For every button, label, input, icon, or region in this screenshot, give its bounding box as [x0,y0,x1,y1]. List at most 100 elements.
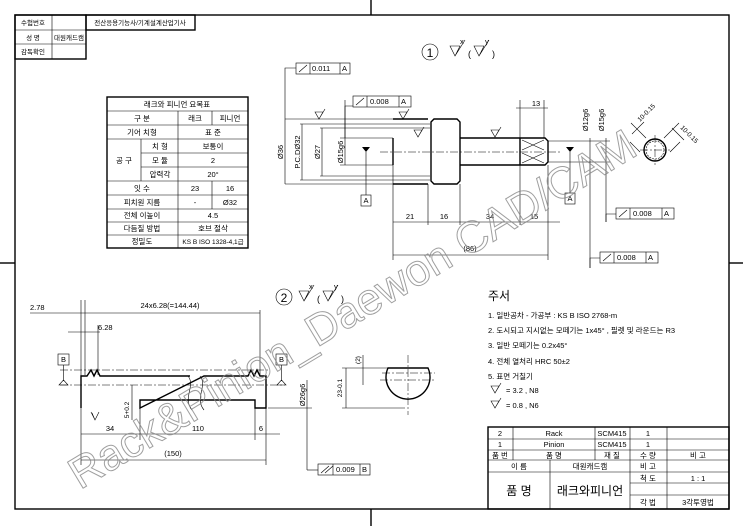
teeth-pinion: 16 [226,184,234,193]
dim-total-86: (86) [463,244,477,253]
view2-number: 2 [281,291,288,305]
accuracy-value: KS B ISO 1328-4,1급 [182,238,243,246]
exam-title: 전산응용기능사/기계설계산업기사 [94,18,186,27]
header-name: 품 명 [546,450,562,460]
surface-y-icon [490,397,502,409]
module-value: 2 [211,156,215,165]
total-runout-tolerance: 0.009 B [307,463,371,476]
dim-flat2: 10-0.15 [679,124,700,145]
surface-x-icon [449,39,466,57]
tol4-datum: A [648,253,653,262]
datum-b-label: B [61,355,66,364]
accuracy-label: 정밀도 [132,236,153,246]
supervisor-label: 감독확인 [21,47,45,56]
dim-l13: 13 [532,99,540,108]
gear-table-title: 래크와 피니언 요목표 [144,99,210,109]
dim-rack-l6: 6 [259,424,263,433]
col-rack: 래크 [188,114,202,123]
dim-2-78: 2.78 [30,303,45,312]
notes: 주서 1. 일반공차 - 가공부 : KS B ISO 2768-m 2. 도시… [488,289,675,410]
view2-surface-x: x [309,282,313,291]
part-name: Rack [545,429,562,438]
note-item: 4. 전체 열처리 HRC 50±2 [488,356,570,366]
header-qty: 수 량 [640,451,656,460]
tb-projection-value: 3각투영법 [682,497,714,507]
tool-label: 공 구 [116,156,132,165]
dim-pitch: 6.28 [98,323,113,332]
runout-tolerance-4: 0.008 A [589,251,659,268]
dim-pcd: P.C.DØ32 [293,135,302,168]
dim-depth: 5+0.2 [124,401,131,418]
col-item: 구 분 [134,114,150,123]
dim-rack-l110: 110 [192,424,204,433]
depth-value: 4.5 [208,211,218,220]
tol-rack-value: 0.009 [336,465,355,474]
header-no: 품 번 [492,451,508,460]
dim-l15: 15 [530,212,538,221]
tb-remark-label: 비 고 [640,462,656,471]
tol2-datum: A [401,97,406,106]
notes-title: 주서 [488,289,510,303]
pressure-angle-label: 압력각 [150,169,171,179]
rough-x: = 3.2 , N8 [506,386,539,395]
tb-scale-value: 1 : 1 [691,474,706,483]
header-material: 재 질 [604,451,620,460]
finish-label: 다듬질 방법 [124,223,161,233]
runout-tolerance-1: 0.011 A [284,62,351,119]
depth-label: 전체 이높이 [124,210,161,220]
note-item: 2. 도시되고 지시없는 모떼기는 1x45° , 필렛 및 라운드는 R3 [488,325,675,335]
datum-a-label-2: A [567,194,572,203]
rack-view: 2 x ( y ) 2.78 24x6.28(=144.44) 6.28 34 … [30,282,435,476]
surface-y-icon [473,39,490,57]
gear-profile-label: 기어 치형 [127,127,157,137]
dim-l16: 16 [440,212,448,221]
rack-end-view: 23-0.1 (2) [337,355,435,415]
runout-tolerance-3: 0.008 A [605,207,675,222]
datum-b-label-2: B [279,355,284,364]
tb-projection-label: 각 법 [640,497,656,507]
part-no: 1 [498,440,502,449]
datum-b-left: B [57,353,70,386]
dim-flat1: 10-0.15 [636,103,657,124]
tb-name-value: 대원캐드캠 [573,461,608,471]
note-item: 5. 표면 거칠기 [488,371,533,381]
dim-flat-2: (2) [355,356,362,364]
datum-a-left: A [360,147,372,207]
view1-surface-x: x [460,37,464,46]
svg-text:(: ( [317,294,320,304]
teeth-label: 잇 수 [134,183,150,193]
surface-mark-y [90,411,100,421]
tol1-value: 0.011 [312,64,330,73]
tol4-value: 0.008 [617,253,636,262]
view-number-circle [421,43,439,61]
knurl-pattern [521,139,545,164]
view1-number: 1 [427,46,434,60]
dim-d15g6-left: Ø15g6 [336,141,345,164]
part-no: 2 [498,429,502,438]
header-remark: 비 고 [690,451,706,460]
datum-a-right: A [564,147,576,205]
svg-text:): ) [492,49,495,59]
teeth-rack: 23 [191,184,199,193]
svg-text:(: ( [468,49,471,59]
gear-profile-value: 표 준 [205,128,221,137]
part-material: SCM415 [597,429,626,438]
view1-surface-y: y [485,37,489,46]
tol3-datum: A [664,209,669,218]
pcd-label: 피치원 지름 [124,198,161,207]
tol1-datum: A [342,64,347,73]
dim-d15g6-right: Ø15g6 [597,109,606,132]
svg-text:): ) [341,294,344,304]
dim-l21: 21 [406,212,414,221]
part-qty: 1 [646,429,650,438]
tb-part-value: 래크와피니언 [557,484,623,498]
part-name: Pinion [544,440,565,449]
pcd-pinion: Ø32 [223,198,237,207]
dim-h23: 23-0.1 [337,378,344,397]
dim-d26g6: Ø26g6 [298,384,307,407]
part-qty: 1 [646,440,650,449]
runout-tolerance-2: 0.008 A [344,95,412,138]
module-label: 모 듈 [152,156,168,165]
